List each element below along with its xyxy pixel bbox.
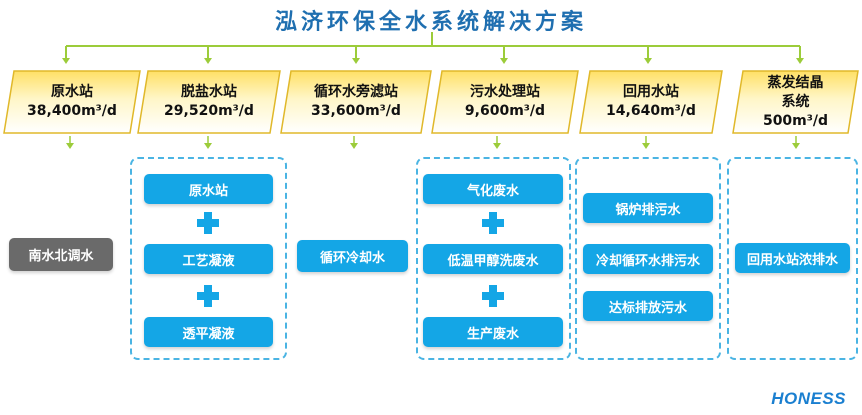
plus-icon <box>197 212 219 234</box>
source-cooling-blowdown: 冷却循环水排污水 <box>583 244 713 274</box>
station-flow: 38,400m³/d <box>27 103 117 119</box>
station-flow: 33,600m³/d <box>311 103 401 119</box>
plus-icon <box>482 212 504 234</box>
source-production-wastewater: 生产废水 <box>423 317 563 347</box>
sewage-sources-panel <box>416 157 571 360</box>
source-turbine-condensate: 透平凝液 <box>144 317 273 347</box>
station-name: 脱盐水站 <box>181 84 237 100</box>
source-gasification-wastewater: 气化废水 <box>423 174 563 204</box>
source-raw-water-station: 原水站 <box>144 174 273 204</box>
source-boiler-blowdown: 锅炉排污水 <box>583 193 713 223</box>
station-name: 回用水站 <box>623 84 679 100</box>
station-sewage-treatment: 污水处理站 9,600m³/d <box>442 71 568 133</box>
station-name: 蒸发结晶 <box>767 74 824 91</box>
station-name-line2: 系统 <box>781 93 810 110</box>
station-shapes <box>3 70 859 134</box>
source-process-condensate: 工艺凝液 <box>144 244 273 274</box>
station-reuse-water: 回用水站 14,640m³/d <box>590 71 712 133</box>
plus-icon <box>482 285 504 307</box>
plus-icon <box>197 285 219 307</box>
station-name: 污水处理站 <box>470 84 540 100</box>
station-desalination: 脱盐水站 29,520m³/d <box>148 71 270 133</box>
reuse-sources-panel <box>575 157 721 360</box>
page-title: 泓济环保全水系统解决方案 <box>274 10 587 35</box>
station-flow: 14,640m³/d <box>606 103 696 119</box>
source-rectisol-wastewater: 低温甲醇洗废水 <box>423 244 563 274</box>
station-flow: 29,520m³/d <box>164 103 254 119</box>
station-name: 循环水旁滤站 <box>314 84 398 100</box>
station-circulating-filter: 循环水旁滤站 33,600m³/d <box>291 71 421 133</box>
station-evaporation: 蒸发结晶 系统 500m³/d <box>743 71 848 133</box>
honess-logo: HONESS <box>771 389 846 408</box>
source-reuse-concentrate: 回用水站浓排水 <box>735 243 850 273</box>
station-name: 原水站 <box>51 84 93 100</box>
source-compliant-discharge: 达标排放污水 <box>583 291 713 321</box>
source-south-north-water: 南水北调水 <box>9 238 113 271</box>
evaporation-sources-panel <box>727 157 858 360</box>
station-raw-water: 原水站 38,400m³/d <box>14 71 130 133</box>
station-flow: 500m³/d <box>762 112 829 129</box>
desalination-sources-panel <box>130 157 287 360</box>
source-circulating-cooling-water: 循环冷却水 <box>297 240 408 272</box>
station-flow: 9,600m³/d <box>464 103 546 119</box>
